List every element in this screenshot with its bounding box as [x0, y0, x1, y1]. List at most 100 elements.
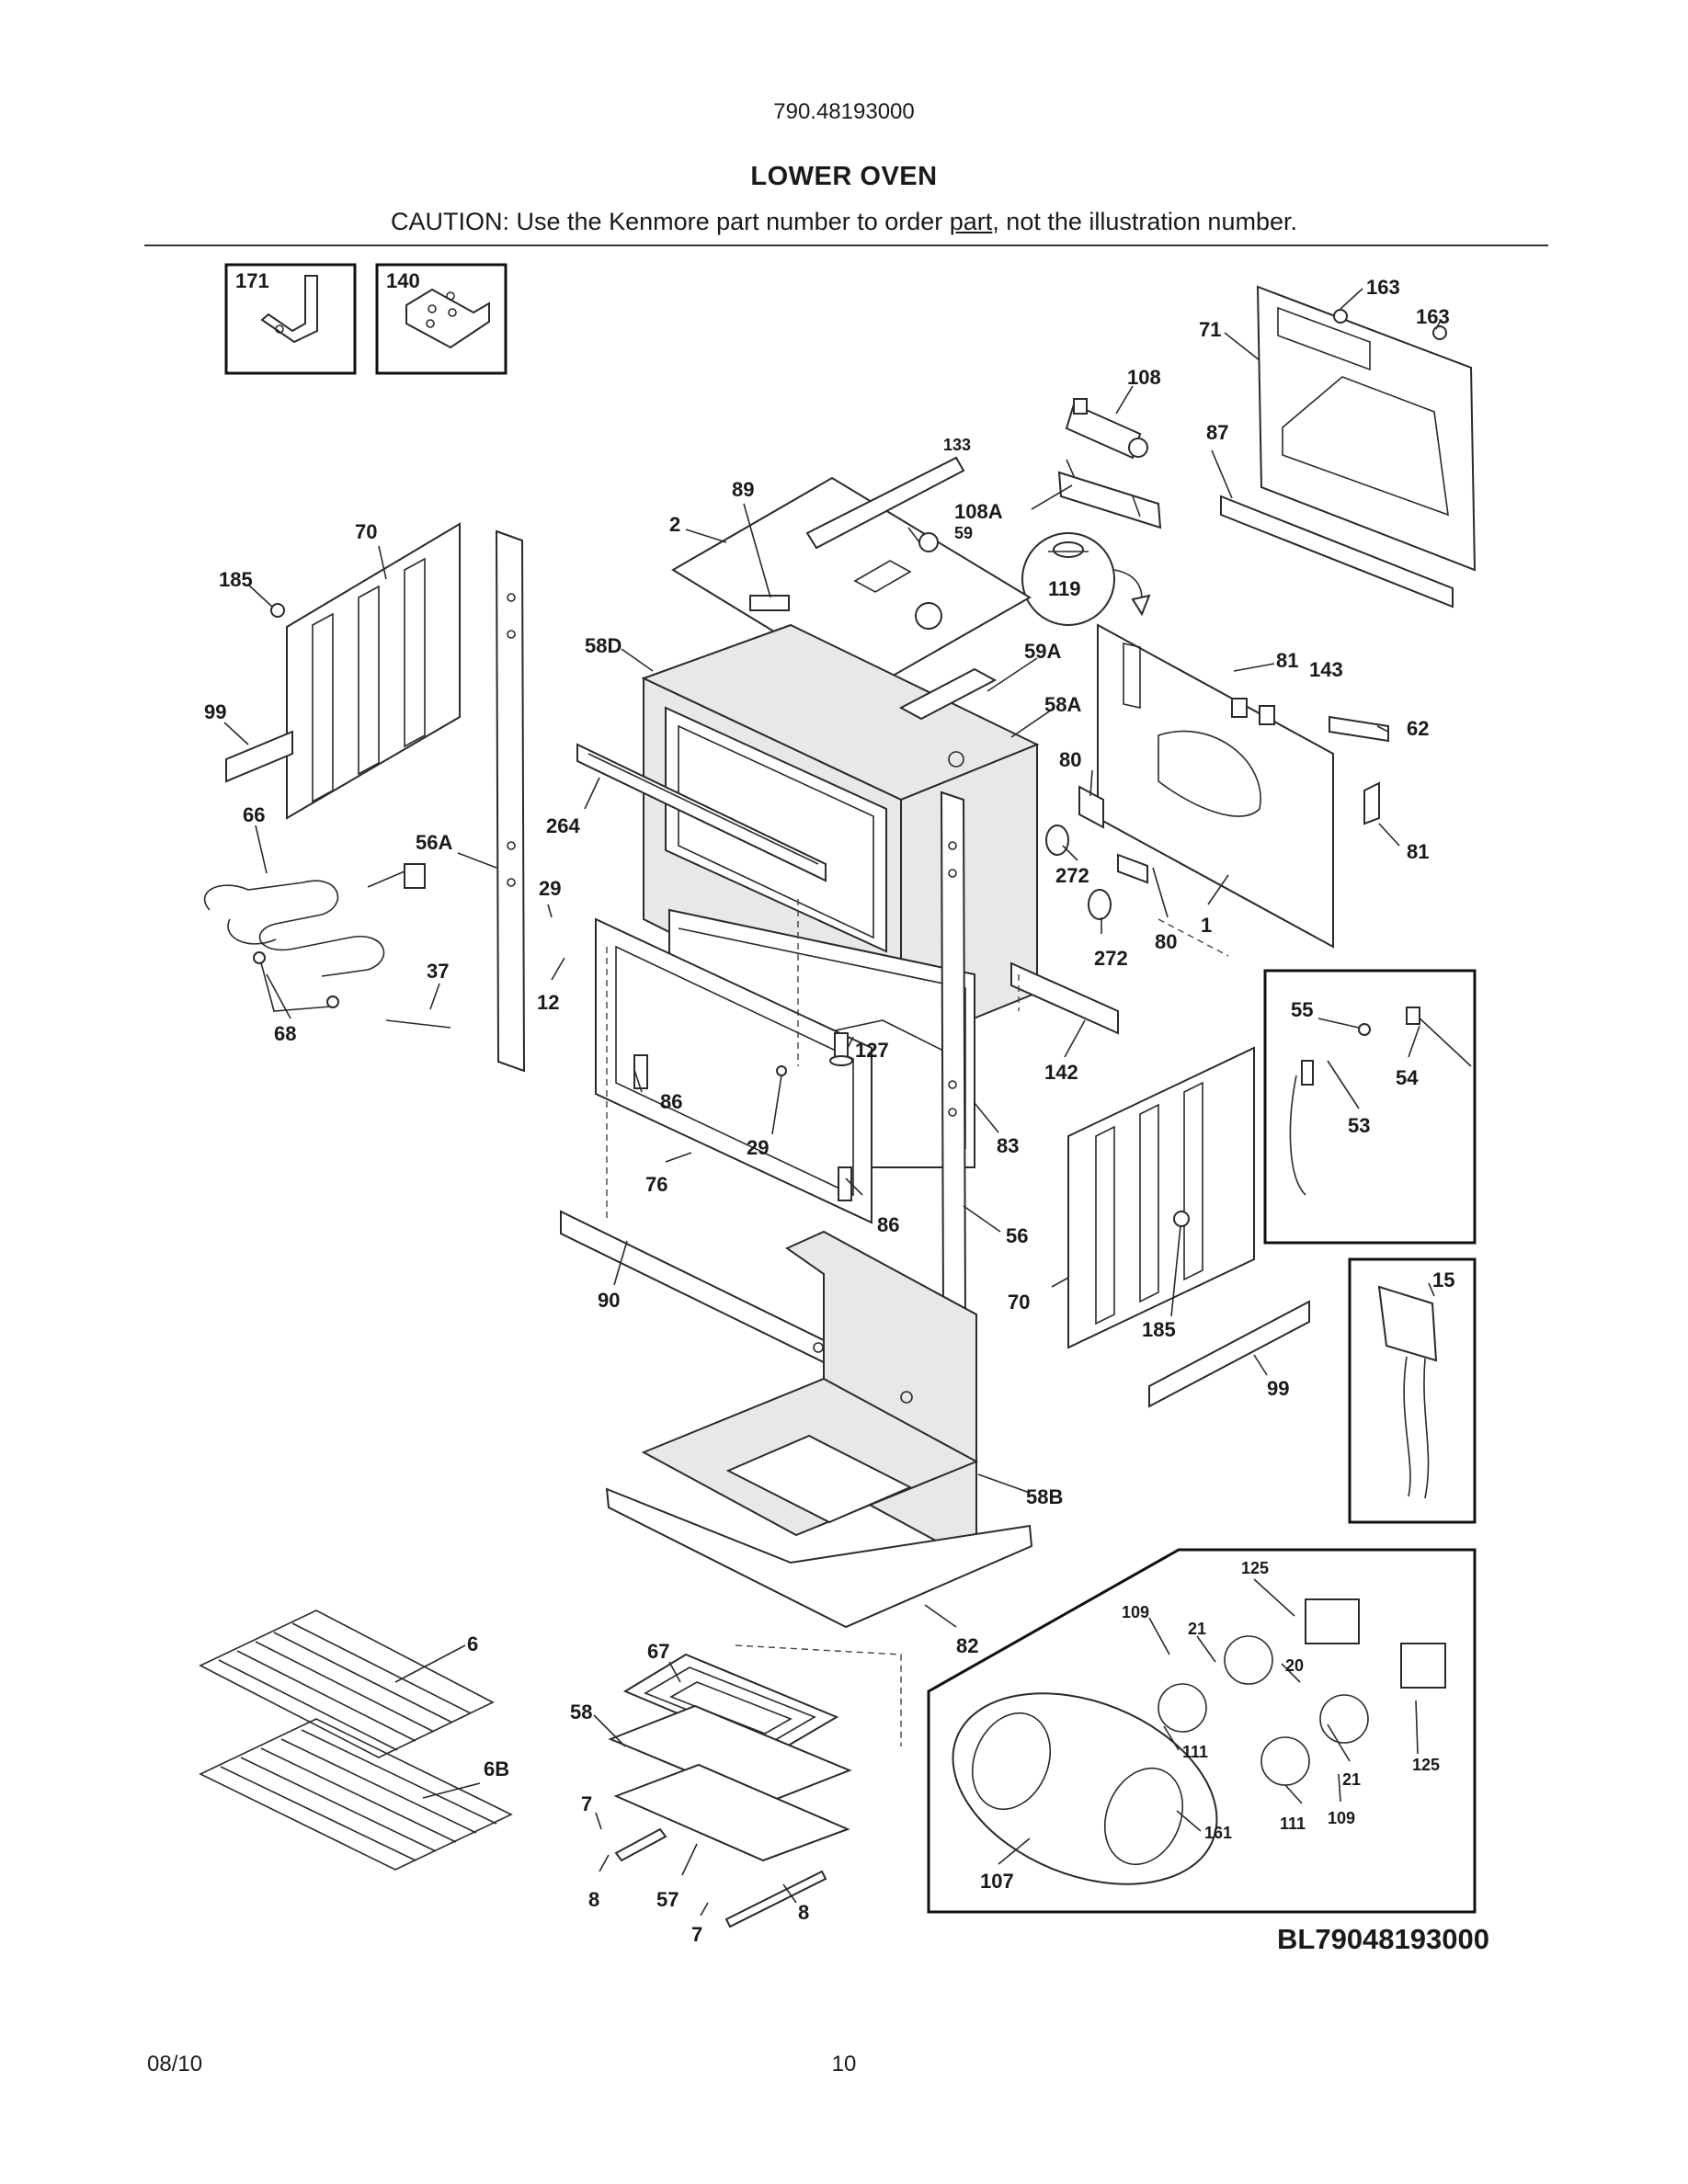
- label-6B: 6B: [484, 1757, 509, 1780]
- caution-text-end: , not the illustration number.: [992, 208, 1297, 235]
- bracket-99-right: [1148, 1300, 1310, 1408]
- label-81-top: 81: [1276, 649, 1298, 672]
- label-161: 161: [1204, 1824, 1232, 1842]
- label-68: 68: [274, 1022, 296, 1045]
- label-107: 107: [980, 1870, 1014, 1893]
- label-1: 1: [1201, 914, 1212, 937]
- label-54: 54: [1396, 1066, 1419, 1089]
- label-119: 119: [1048, 577, 1081, 600]
- label-67: 67: [647, 1640, 669, 1663]
- label-142: 142: [1044, 1061, 1078, 1084]
- page-number: 10: [831, 2052, 857, 2076]
- back-panel-1: [1097, 623, 1334, 949]
- inset-bracket-140: [375, 263, 508, 375]
- header-divider: [144, 245, 1548, 246]
- label-59: 59: [954, 524, 973, 542]
- side-rail-56: [940, 791, 967, 1325]
- label-59A: 59A: [1024, 640, 1061, 663]
- cross-member-90: [560, 1210, 828, 1366]
- inset-convection-fan: [927, 1548, 1477, 1914]
- label-83: 83: [997, 1134, 1019, 1157]
- label-58B: 58B: [1026, 1485, 1063, 1508]
- sensor-127: [829, 1032, 853, 1066]
- label-71: 71: [1199, 318, 1221, 341]
- label-90: 90: [598, 1289, 620, 1312]
- label-57: 57: [656, 1888, 679, 1911]
- side-panel-70-left: [270, 522, 461, 820]
- label-82: 82: [956, 1634, 978, 1657]
- label-99-right: 99: [1267, 1377, 1289, 1400]
- label-2: 2: [669, 513, 680, 536]
- inset-controller-15: [1348, 1257, 1477, 1524]
- label-89: 89: [732, 478, 754, 501]
- label-70-right: 70: [1008, 1291, 1030, 1314]
- label-108: 108: [1127, 366, 1161, 389]
- label-272-bottom: 272: [1094, 947, 1128, 970]
- feet-272: [1045, 825, 1112, 920]
- diagram-code: BL79048193000: [1277, 1923, 1489, 1955]
- callout-labels: 171 140 163 163 71 108 133 87 89 108A 2 …: [204, 269, 1454, 1946]
- label-163-right: 163: [1416, 305, 1450, 328]
- label-29-top: 29: [539, 877, 561, 900]
- motor-108: [1065, 398, 1148, 460]
- label-108A: 108A: [954, 500, 1003, 523]
- label-127: 127: [855, 1039, 889, 1062]
- label-111-top: 111: [1182, 1743, 1208, 1761]
- inset-bracket-171: [224, 263, 357, 375]
- label-140: 140: [386, 269, 420, 292]
- label-29-bottom: 29: [747, 1136, 769, 1159]
- label-37: 37: [427, 960, 449, 983]
- label-81-bottom: 81: [1407, 840, 1429, 863]
- label-8-left: 8: [588, 1888, 599, 1911]
- label-21-bottom: 21: [1342, 1770, 1361, 1789]
- label-58A: 58A: [1044, 693, 1081, 716]
- label-133: 133: [943, 436, 971, 454]
- label-15: 15: [1432, 1268, 1454, 1291]
- label-55: 55: [1291, 998, 1313, 1021]
- model-number: 790.48193000: [773, 99, 915, 124]
- label-125-top: 125: [1241, 1559, 1269, 1577]
- label-56A: 56A: [416, 831, 452, 854]
- guide-lines: [606, 899, 1229, 1746]
- side-rail-56A: [495, 529, 526, 1073]
- label-7-top: 7: [581, 1792, 592, 1815]
- label-6: 6: [467, 1632, 478, 1655]
- rack-6: [199, 1610, 495, 1758]
- top-panel-2: [671, 456, 1032, 691]
- label-143: 143: [1309, 658, 1343, 681]
- label-80-bottom: 80: [1155, 930, 1177, 953]
- label-80-top: 80: [1059, 748, 1081, 771]
- label-87: 87: [1206, 421, 1228, 444]
- label-171: 171: [235, 269, 269, 292]
- label-21-top: 21: [1188, 1620, 1206, 1638]
- label-125-bottom: 125: [1412, 1756, 1440, 1774]
- label-109-top: 109: [1122, 1603, 1149, 1621]
- label-56: 56: [1006, 1224, 1028, 1247]
- label-272-top: 272: [1055, 864, 1089, 887]
- caution-text-start: CAUTION: Use the Kenmore part number to …: [391, 208, 950, 235]
- label-12: 12: [537, 991, 559, 1014]
- rack-6B: [199, 1718, 513, 1871]
- label-185-left: 185: [219, 568, 253, 591]
- page-title: LOWER OVEN: [750, 162, 938, 191]
- strips-8: [614, 1827, 827, 1928]
- leader-lines: [223, 288, 1441, 1917]
- side-panel-70-right: [1067, 1046, 1255, 1349]
- label-86-bottom: 86: [877, 1213, 899, 1236]
- bracket-108A: [1057, 459, 1162, 529]
- footer-date: 08/10: [147, 2052, 203, 2076]
- bottom-insulation-58B: [605, 1230, 1033, 1629]
- label-20: 20: [1285, 1656, 1304, 1675]
- label-99-left: 99: [204, 700, 226, 723]
- rear-panel-71: [1220, 285, 1477, 609]
- label-53: 53: [1348, 1114, 1370, 1137]
- caution-note: CAUTION: Use the Kenmore part number to …: [0, 208, 1688, 236]
- label-109-bottom: 109: [1328, 1809, 1355, 1827]
- vent-264: [576, 743, 827, 882]
- label-66: 66: [243, 803, 265, 826]
- thermostat-119: [1021, 532, 1151, 626]
- bake-element-66: [203, 863, 451, 1029]
- inset-sensor-box: [1263, 969, 1477, 1245]
- terminal-block-62: [1329, 715, 1389, 743]
- brackets-80: [1078, 785, 1148, 884]
